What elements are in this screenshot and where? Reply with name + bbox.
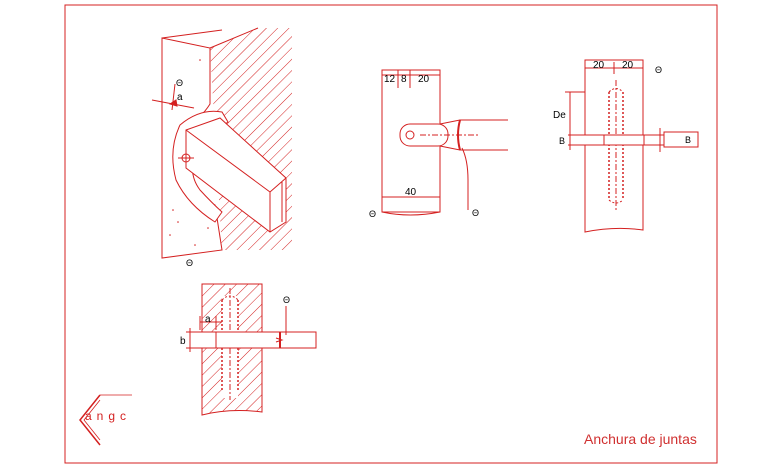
elevation-ref-right: Θ	[472, 208, 479, 218]
iso-bar	[185, 117, 287, 233]
section-ref: Θ	[655, 65, 662, 75]
joint-label-b: b	[180, 336, 186, 347]
elevation-dim-40: 40	[405, 187, 417, 198]
elevation-dim-12: 12	[384, 74, 396, 85]
section-label-de: De	[553, 110, 566, 121]
section-dim-20a: 20	[593, 60, 605, 71]
angc-logo	[79, 394, 132, 446]
drawing-title: Anchura de juntas	[584, 431, 697, 447]
joint-ref: Θ	[283, 295, 290, 305]
iso-label-a: a	[177, 92, 183, 103]
sheet-frame	[64, 4, 718, 464]
elevation-dim-8: 8	[401, 74, 407, 85]
iso-ref-bottom: Θ	[186, 258, 193, 268]
section-end-block	[663, 131, 699, 148]
iso-ref-top: Θ	[176, 78, 183, 88]
section-label-b-right: B	[685, 135, 691, 145]
joint-bar	[215, 331, 317, 349]
elevation-view	[381, 69, 508, 216]
section-view	[565, 59, 699, 233]
section-dim-20b: 20	[622, 60, 634, 71]
iso-view	[151, 27, 292, 259]
section-label-b-left: B	[559, 136, 565, 146]
elevation-dim-20: 20	[418, 74, 430, 85]
logo-text: angc	[85, 409, 131, 423]
section-plate-bottom	[584, 144, 644, 233]
elevation-ref-left: Θ	[369, 209, 376, 219]
joint-label-a: a	[205, 314, 211, 325]
joint-view	[186, 283, 317, 416]
